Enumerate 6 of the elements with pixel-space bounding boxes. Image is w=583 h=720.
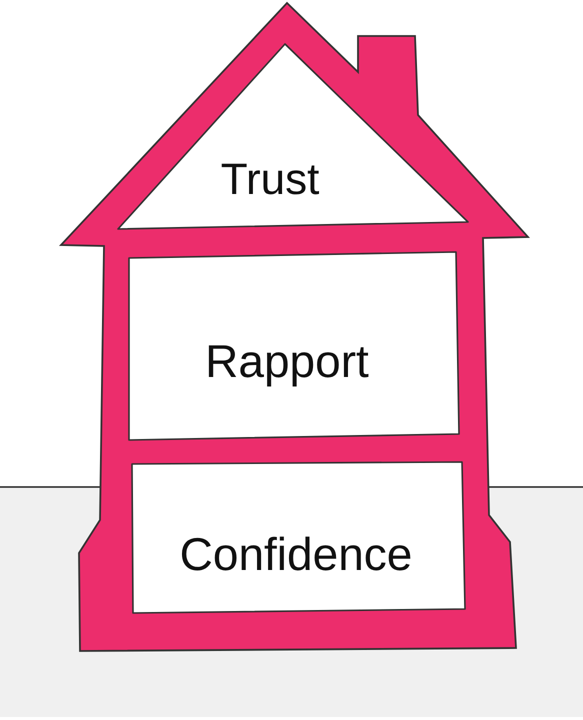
tier-label: Trust (220, 155, 320, 206)
room-panel (131, 461, 466, 614)
room-panel (128, 251, 460, 441)
roof-triangle (117, 43, 469, 230)
tier-label: Rapport (205, 335, 369, 388)
tier-label: Confidence (180, 528, 412, 581)
